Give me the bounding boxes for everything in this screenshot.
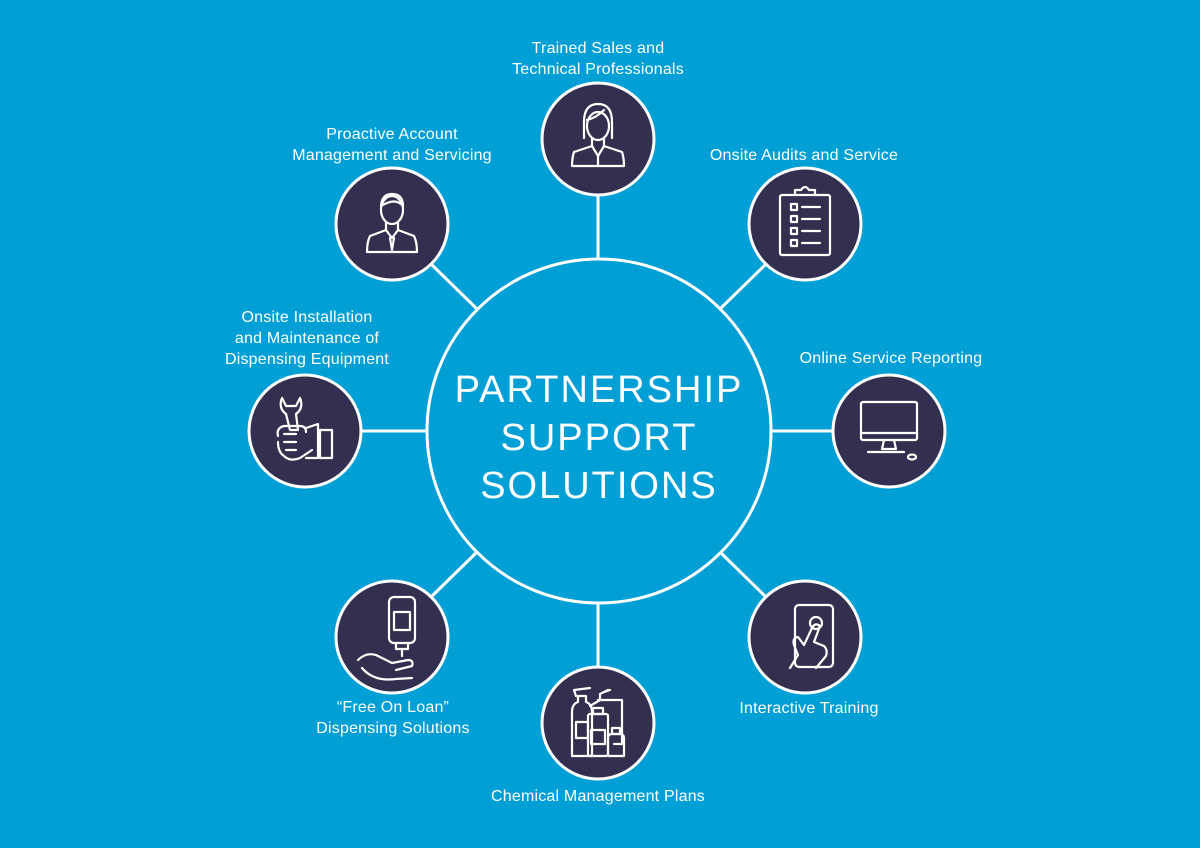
center-title-line: SOLUTIONS (480, 465, 718, 507)
hand-dispenser-icon (356, 595, 417, 681)
label-line: Trained Sales and (531, 40, 665, 57)
touch-tablet-icon (788, 603, 835, 670)
center-title-line: SUPPORT (500, 417, 698, 459)
center-title: PARTNERSHIP SUPPORT SOLUTIONS (426, 366, 772, 510)
label-line: Online Service Reporting (799, 350, 983, 367)
node-free (334, 579, 450, 695)
label-free-on-loan: “Free On Loan” Dispensing Solutions (290, 697, 496, 739)
node-install (247, 373, 363, 489)
label-line: Technical Professionals (512, 61, 684, 78)
node-training (747, 579, 863, 695)
label-online-reporting: Online Service Reporting (776, 348, 1006, 369)
label-line: Onsite Audits and Service (709, 147, 899, 164)
chemical-bottles-icon (570, 686, 626, 758)
label-line: Chemical Management Plans (491, 788, 705, 805)
label-chemical-management: Chemical Management Plans (458, 786, 738, 807)
node-online (831, 373, 947, 489)
label-interactive-training: Interactive Training (704, 698, 914, 719)
connector-audits (718, 262, 768, 311)
connector-proactive (429, 262, 479, 311)
label-line: “Free On Loan” (336, 699, 450, 716)
connectors (362, 194, 836, 668)
node-chemical (540, 665, 656, 781)
connector-training (718, 550, 768, 599)
label-line: and Maintenance of (234, 330, 380, 347)
businessman-icon (365, 192, 419, 254)
center-circle (425, 257, 773, 605)
node-audits (747, 166, 863, 282)
wrench-hand-icon (276, 396, 334, 461)
label-line: Dispensing Solutions (316, 720, 470, 737)
computer-monitor-icon (859, 400, 919, 461)
label-line: Onsite Installation (241, 309, 373, 326)
label-onsite-installation: Onsite Installation and Maintenance of D… (196, 307, 418, 370)
node-proactive (334, 166, 450, 282)
label-line: Management and Servicing (292, 147, 492, 164)
node-trained (540, 81, 656, 197)
label-line: Proactive Account (326, 126, 458, 143)
connector-free (429, 550, 479, 599)
label-line: Dispensing Equipment (224, 351, 390, 368)
center-title-line: PARTNERSHIP (454, 369, 744, 411)
label-trained-sales: Trained Sales and Technical Professional… (480, 38, 716, 80)
label-proactive-account: Proactive Account Management and Servici… (266, 124, 518, 166)
label-line: Interactive Training (739, 700, 879, 717)
clipboard-checklist-icon (778, 185, 832, 257)
woman-professional-icon (570, 102, 626, 168)
label-onsite-audits: Onsite Audits and Service (684, 145, 924, 166)
